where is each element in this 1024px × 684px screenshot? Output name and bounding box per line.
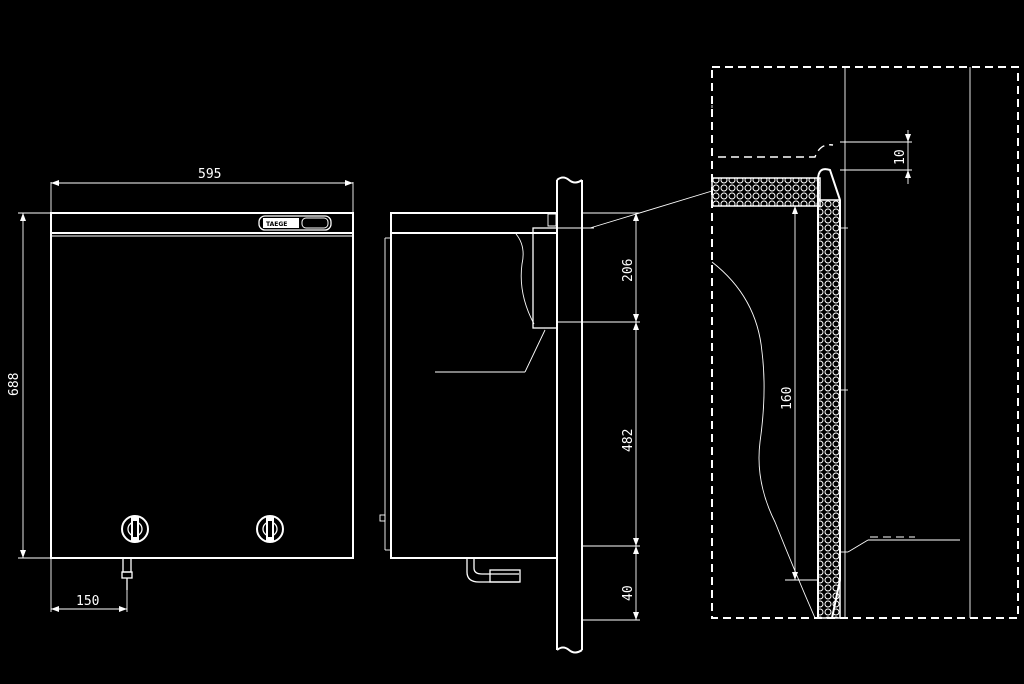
side-dimensions: 206 482 40 xyxy=(582,212,640,621)
offset-dimension: 150 xyxy=(50,558,128,612)
gap-label: 10 xyxy=(893,149,908,165)
brand-label: TAEGE xyxy=(266,221,287,228)
insulation-top xyxy=(711,177,821,207)
hose-connector xyxy=(466,558,521,583)
front-view: TAEGE 595 xyxy=(7,167,354,612)
offset-label: 150 xyxy=(76,594,99,609)
side-cabinet-outline xyxy=(390,212,558,559)
width-dimension: 595 xyxy=(50,167,354,213)
gap-dimension: 10 xyxy=(840,130,912,184)
height-dimension: 688 xyxy=(7,212,51,559)
drain-connector xyxy=(121,557,133,590)
control-knob-left xyxy=(121,515,149,543)
dim-top-label: 206 xyxy=(621,259,636,282)
control-knob-right xyxy=(256,515,284,543)
side-view: 206 482 40 xyxy=(379,176,713,654)
depth-label: 160 xyxy=(780,387,795,410)
dim-bottom-label: 40 xyxy=(621,585,636,601)
height-label: 688 xyxy=(7,373,22,396)
detail-view: 160 10 xyxy=(711,66,1019,619)
upper-connector xyxy=(532,227,558,329)
front-cabinet-outline xyxy=(50,212,354,559)
insulation-side xyxy=(817,199,841,619)
dim-middle-label: 482 xyxy=(621,429,636,452)
wall-section xyxy=(556,176,583,654)
width-label: 595 xyxy=(198,167,221,182)
detail-frame xyxy=(711,66,1019,619)
